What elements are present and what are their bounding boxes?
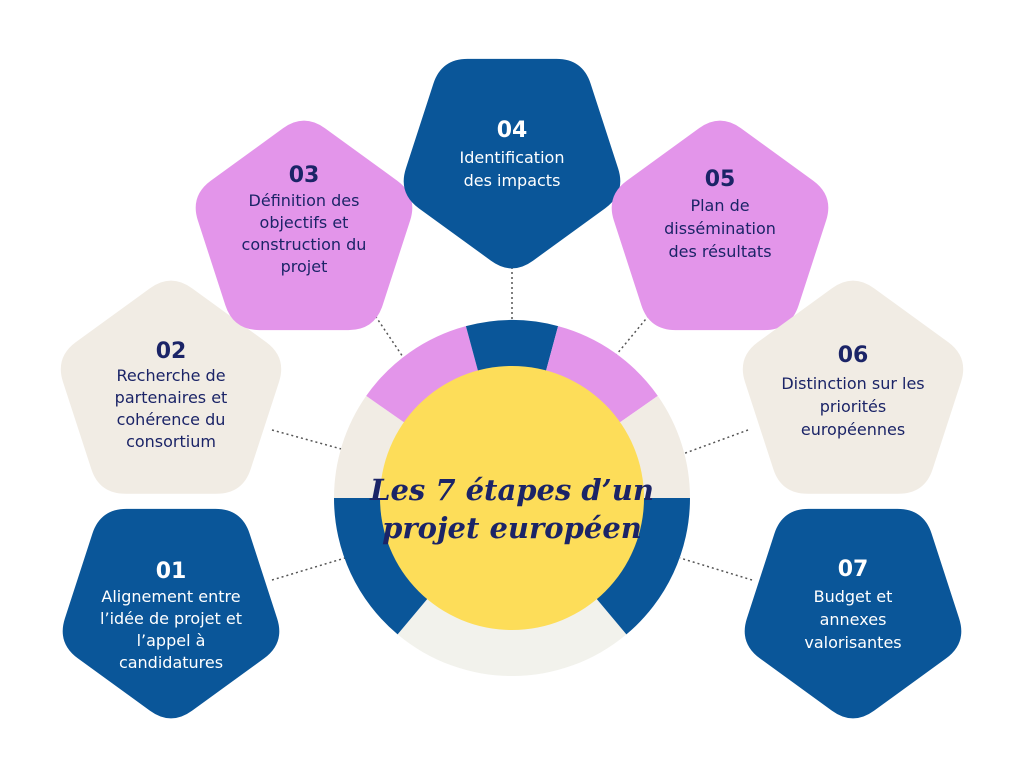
step-number: 07	[838, 557, 869, 582]
connector-01	[271, 557, 346, 581]
ring-segment-04	[465, 320, 559, 373]
step-label-line: l’idée de projet et	[100, 609, 242, 628]
ring-segment-07	[595, 498, 690, 635]
ring-segment-06	[618, 395, 690, 498]
pentagon-shape	[195, 120, 413, 331]
step-card-03: 03 Définition des objectifs et construct…	[195, 120, 413, 331]
center-circle	[380, 366, 644, 630]
step-card-06: 06 Distinction sur les priorités europée…	[742, 280, 964, 494]
step-label-line: annexes	[820, 610, 887, 629]
step-card-05: 05 Plan de dissémination des résultats	[611, 120, 829, 331]
step-label-line: Identification	[460, 148, 565, 167]
step-label-line: Budget et	[814, 587, 893, 606]
step-label-line: Alignement entre	[101, 587, 240, 606]
step-label-line: cohérence du	[117, 410, 226, 429]
ring-segment-02	[334, 395, 406, 498]
connector-06	[679, 429, 749, 456]
step-label-line: dissémination	[664, 219, 776, 238]
step-label-line: objectifs et	[260, 213, 349, 232]
step-label-line: des impacts	[464, 171, 561, 190]
step-label-line: européennes	[801, 420, 905, 439]
pentagon-shape	[611, 120, 829, 331]
step-number: 02	[156, 339, 187, 364]
pentagon-shape	[403, 58, 621, 269]
step-label-line: valorisantes	[804, 633, 901, 652]
connector-02	[271, 429, 346, 451]
step-label-line: priorités	[820, 397, 886, 416]
center-title-line1: Les 7 étapes d’un	[369, 473, 654, 507]
step-label-line: projet	[281, 257, 328, 276]
step-card-02: 02 Recherche de partenaires et cohérence…	[60, 280, 282, 494]
progress-ring	[334, 320, 690, 677]
step-number: 04	[497, 118, 528, 143]
step-number: 01	[156, 559, 187, 584]
center-title-line2: projet européen	[382, 511, 642, 545]
step-number: 05	[705, 167, 736, 192]
step-card-07: 07 Budget et annexes valorisantes	[744, 508, 962, 719]
step-label-line: Définition des	[249, 191, 360, 210]
pentagon-shape	[742, 280, 964, 494]
step-label-line: construction du	[242, 235, 367, 254]
pentagon-shape	[744, 508, 962, 719]
ring-segment-light-bottom	[397, 597, 627, 677]
ring-segment-05	[545, 326, 658, 424]
step-card-04: 04 Identification des impacts	[403, 58, 621, 269]
step-number: 03	[289, 163, 320, 188]
ring-segment-03	[366, 326, 479, 424]
step-label-line: l’appel à	[137, 631, 206, 650]
pentagon-shape	[62, 508, 280, 719]
step-label-line: Recherche de	[116, 366, 225, 385]
step-label-line: des résultats	[668, 242, 771, 261]
step-label-line: consortium	[126, 432, 216, 451]
step-card-01: 01 Alignement entre l’idée de projet et …	[62, 508, 280, 719]
pentagon-shape	[60, 280, 282, 494]
step-number: 06	[838, 343, 869, 368]
step-label-line: Distinction sur les	[781, 374, 924, 393]
ring-segment-01	[334, 498, 429, 635]
step-label-line: partenaires et	[115, 388, 228, 407]
step-label-line: Plan de	[690, 196, 749, 215]
step-label-line: candidatures	[119, 653, 223, 672]
connector-07	[679, 557, 753, 581]
